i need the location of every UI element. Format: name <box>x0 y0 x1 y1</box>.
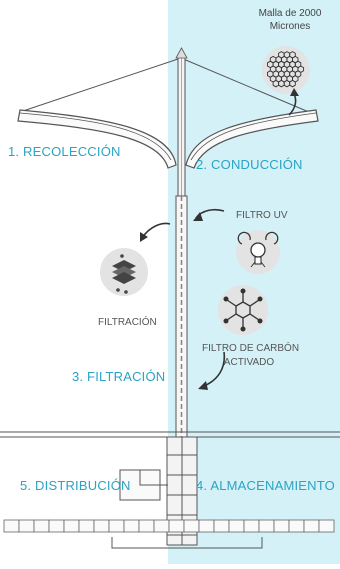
hexagonal-mesh-icon <box>262 46 310 94</box>
stage-distribucion: 5. DISTRIBUCIÓN <box>20 478 131 493</box>
stage-filtracion: 3. FILTRACIÓN <box>72 369 166 384</box>
left-canopy-arm <box>17 109 177 169</box>
mesh-caption: Malla de 2000 Micrones <box>244 7 336 33</box>
uv-filter-label: FILTRO UV <box>236 210 288 221</box>
stage-recoleccion: 1. RECOLECCIÓN <box>8 144 121 159</box>
filtration-icon-label: FILTRACIÓN <box>98 317 157 328</box>
uv-lamp-icon <box>236 230 280 274</box>
stage-almacenamiento: 4. ALMACENAMIENTO <box>196 478 335 493</box>
carbon-molecule-icon <box>218 285 268 335</box>
mesh-caption-line1: Malla de 2000 <box>258 8 322 19</box>
carbon-arrow <box>203 351 226 387</box>
filtration-arrow <box>141 222 171 239</box>
carbon-filter-label: FILTRO DE CARBÓN ACTIVADO <box>202 342 300 370</box>
stage-conduccion: 2. CONDUCCIÓN <box>196 157 303 172</box>
right-canopy-arm <box>185 109 319 169</box>
foundation-bricks <box>3 519 335 533</box>
carbon-filter-label-line1: FILTRO DE CARBÓN <box>202 343 300 354</box>
filtration-pipe <box>175 195 188 439</box>
filter-layers-icon <box>100 248 148 296</box>
carbon-filter-label-line2: ACTIVADO <box>223 357 275 368</box>
mesh-caption-line2: Micrones <box>269 21 311 32</box>
canopy-cables <box>19 57 317 116</box>
